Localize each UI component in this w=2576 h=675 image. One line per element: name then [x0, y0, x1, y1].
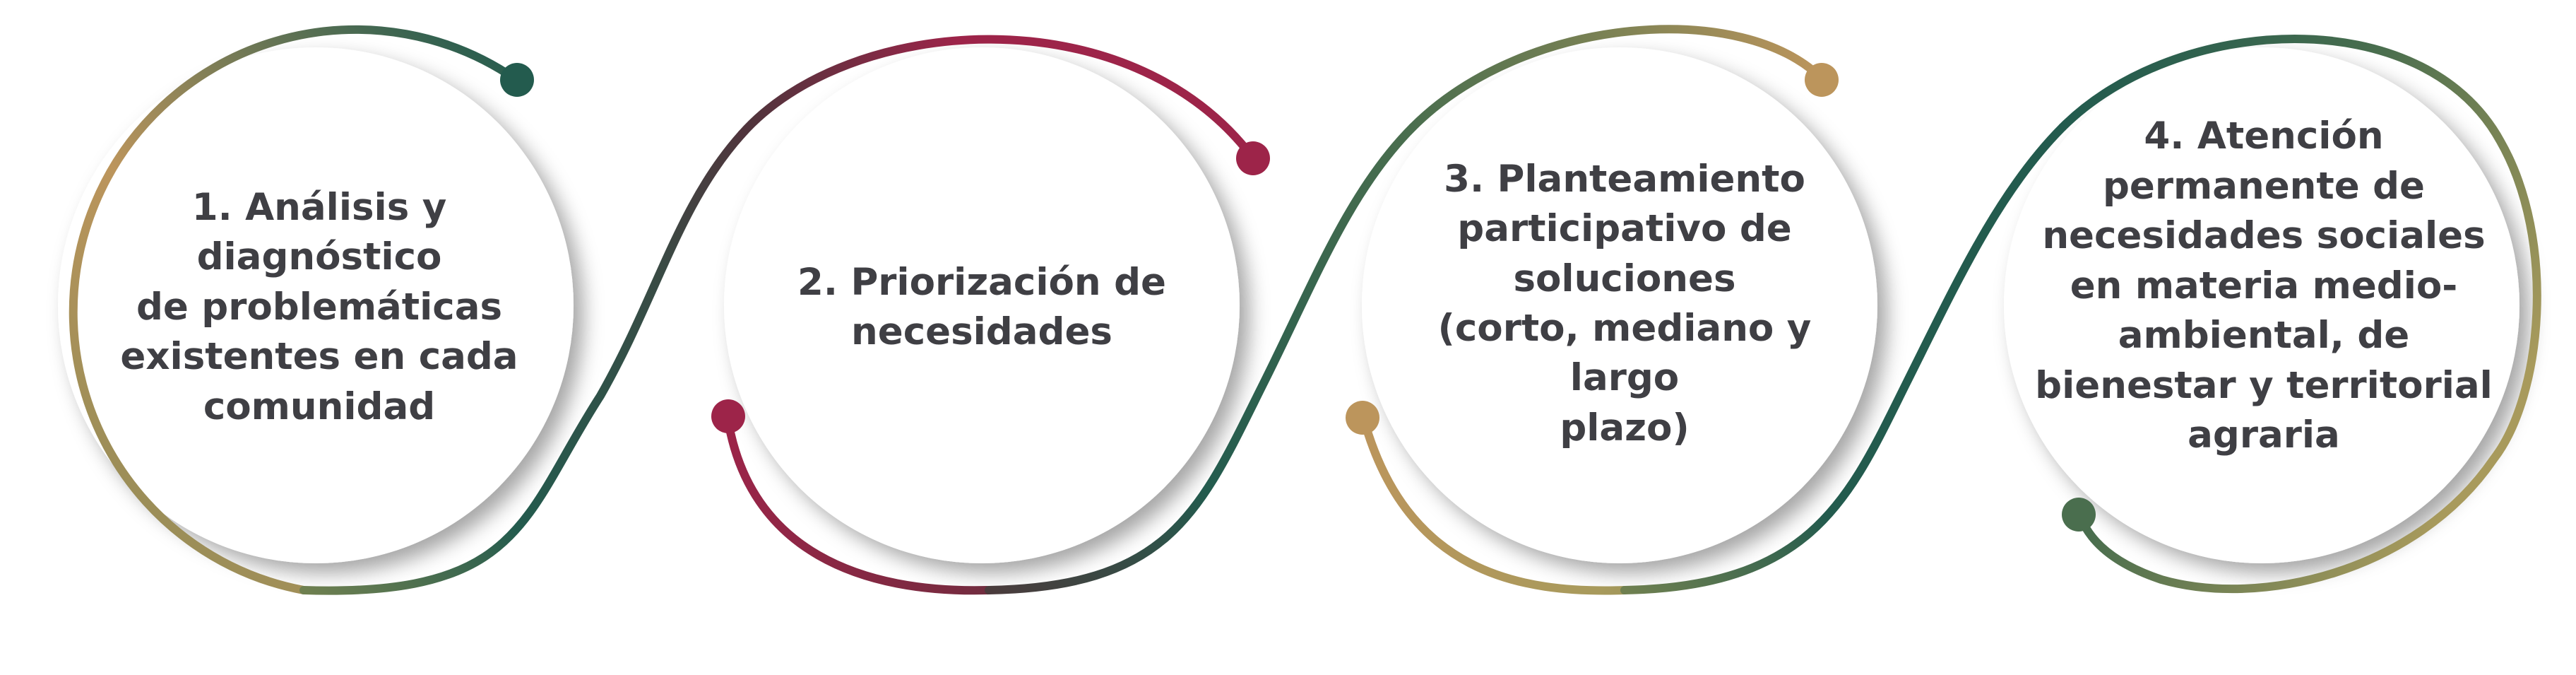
circle-3 [1362, 47, 1877, 563]
dot-step-4 [2062, 498, 2096, 532]
arc-step-3-top [1408, 25, 1827, 131]
arc-step-2-bottom [723, 413, 993, 595]
connector-3-4 [1620, 123, 2067, 594]
dot-step-1 [500, 63, 534, 97]
step-2-label: 2. Priorización de necesidades [797, 260, 1166, 353]
dot-step-3-start [1346, 401, 1379, 435]
dot-step-2-end [1236, 141, 1270, 175]
circle-4 [2004, 47, 2519, 563]
arc-step-2-top [737, 35, 1258, 163]
dot-step-3-end [1805, 63, 1839, 97]
connector-2-3 [985, 123, 1417, 594]
circle-2 [724, 47, 1240, 563]
step-4-label: 4. Atención permanente de necesidades so… [2035, 115, 2493, 457]
arc-step-3-bottom [1359, 413, 1629, 595]
circle-1 [58, 47, 574, 563]
step-1-label: 1. Análisis y diagnóstico de problemátic… [120, 185, 518, 428]
step-3-label: 3. Planteamiento participativo de soluci… [1437, 157, 1812, 450]
connector-1-2 [299, 130, 746, 595]
arc-step-1 [69, 25, 520, 594]
dot-step-2-start [711, 399, 745, 433]
arc-step-4 [2058, 35, 2541, 594]
